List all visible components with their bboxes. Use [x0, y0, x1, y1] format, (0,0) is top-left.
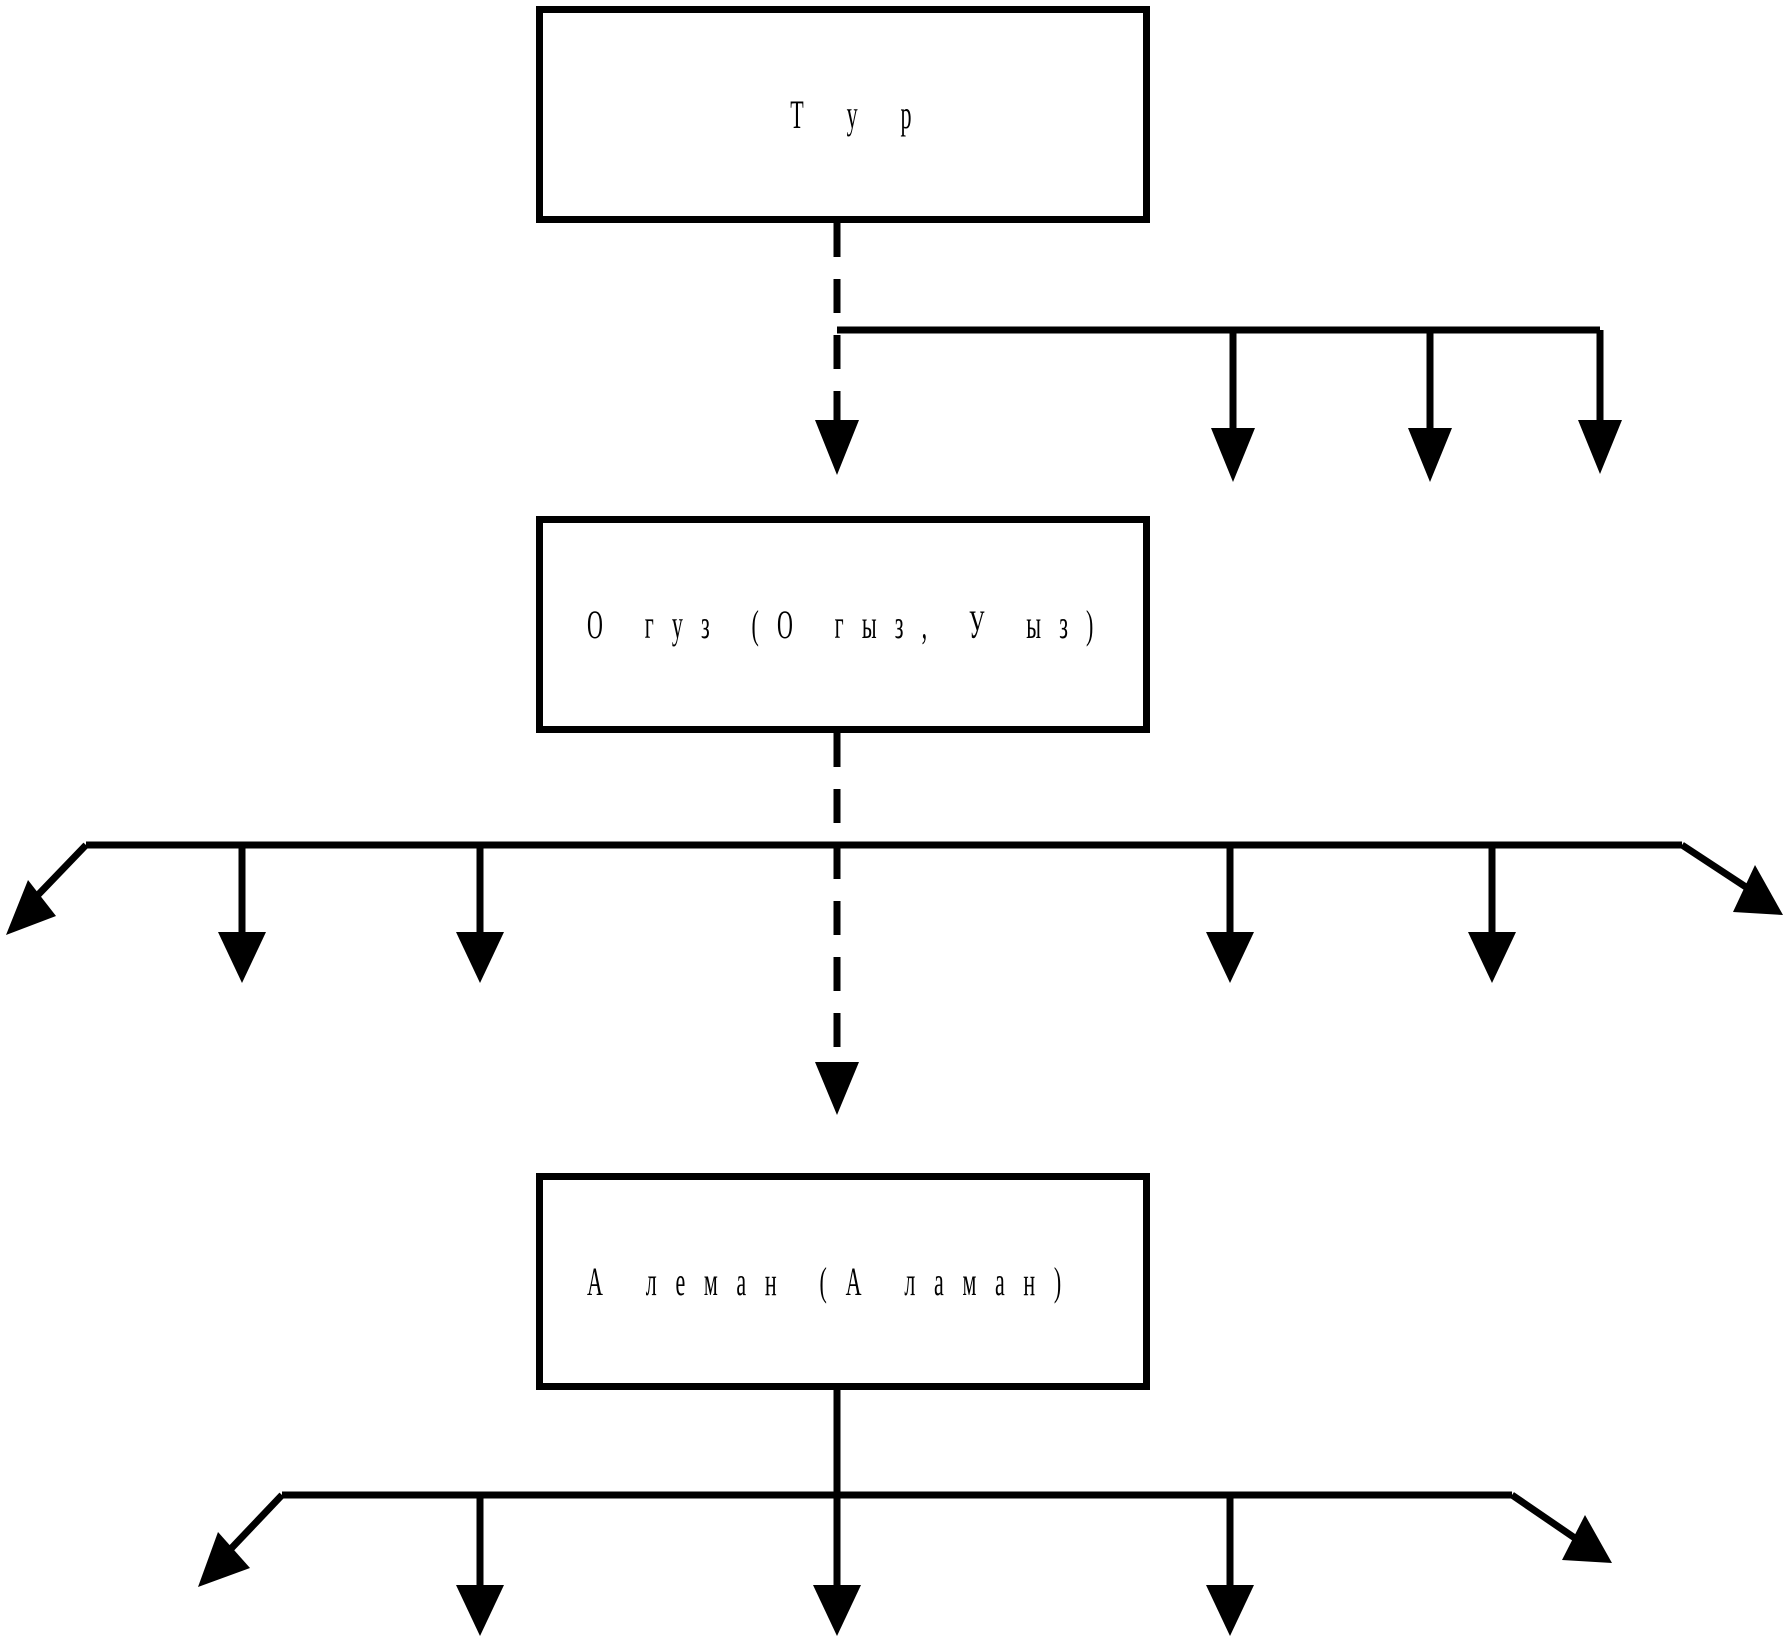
node-tur-label: Т у р: [790, 92, 930, 137]
connector-tur-oguz: [815, 223, 1604, 475]
oguz-branch-arrows: [6, 845, 1783, 983]
node-aleman: А леман (А ламан): [536, 1173, 1150, 1390]
arrowhead: [813, 1585, 861, 1636]
arrowhead: [198, 1532, 250, 1587]
arrowhead: [1206, 932, 1254, 983]
arrowhead: [1468, 932, 1516, 983]
aleman-branches: [222, 1390, 1587, 1590]
node-tur: Т у р: [536, 6, 1150, 223]
arrowhead: [456, 1585, 504, 1636]
arrowhead: [218, 932, 266, 983]
arrowhead: [1206, 1585, 1254, 1636]
arrowhead: [1733, 865, 1783, 915]
dashed-arrowhead: [815, 1062, 859, 1115]
tur-branch-arrows: [1211, 330, 1622, 482]
arrowhead: [1211, 428, 1255, 482]
node-oguz-label: О гуз (О гыз, У ыз): [587, 602, 1112, 647]
node-oguz: О гуз (О гыз, У ыз): [536, 516, 1150, 733]
arrowhead: [1578, 420, 1622, 474]
arrowhead: [456, 932, 504, 983]
arrowhead: [1408, 428, 1452, 482]
arrowhead: [1562, 1515, 1612, 1563]
arrowhead: [6, 880, 56, 935]
aleman-branch-arrows: [198, 1495, 1612, 1636]
dashed-arrowhead: [815, 420, 859, 475]
connector-oguz-aleman: [33, 733, 1757, 1115]
node-aleman-label: А леман (А ламан): [587, 1259, 1080, 1304]
